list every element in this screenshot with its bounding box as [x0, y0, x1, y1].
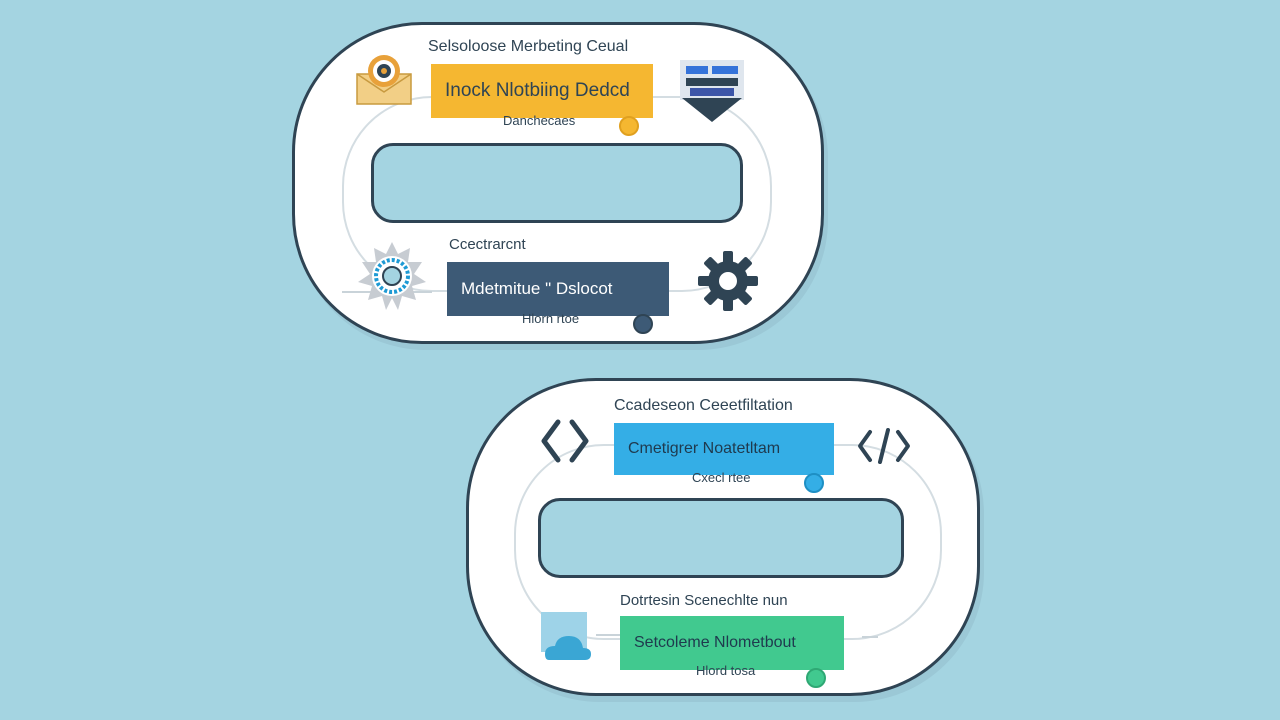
- top-panel-heading: Selsoloose Merbeting Ceual: [428, 38, 629, 55]
- bottom-right-connector: [862, 636, 878, 638]
- card-bottom-2[interactable]: Setcoleme Nlometbout: [620, 616, 844, 688]
- card-top-2-sublabel: Hlorn rtoe: [522, 311, 580, 326]
- layers-icon: [678, 58, 746, 124]
- card-top-1-label: Inock Nlotbiing Dedcd: [445, 80, 630, 101]
- card-bottom-2-sublabel: Hlord tosa: [696, 663, 756, 678]
- card-bottom-2-label: Setcoleme Nlometbout: [634, 634, 796, 651]
- card-bottom-1-sublabel: Cxecl rtee: [692, 470, 751, 485]
- gear-badge-icon: [354, 240, 430, 312]
- bottom-panel-heading: Ccadeseon Ceeetfiltation: [614, 397, 793, 414]
- bottom-left-connector: [596, 634, 620, 636]
- card-top-2-connector-peg: [633, 314, 653, 334]
- card-bottom-1-label: Cmetigrer Noatetltam: [628, 440, 781, 457]
- card-top-1-sublabel: Danchecaes: [503, 113, 576, 128]
- bottom-center-slot: [538, 498, 904, 578]
- code-brackets-icon: [540, 418, 590, 464]
- card-top-1[interactable]: Inock Nlotbiing Dedcd: [431, 64, 653, 136]
- card-bottom-1[interactable]: Cmetigrer Noatetltam: [614, 423, 834, 493]
- card-top-2[interactable]: Mdetmitue " Dslocot: [447, 262, 669, 334]
- gear-icon: [696, 249, 760, 313]
- card-top-2-label: Mdetmitue " Dslocot: [461, 279, 613, 298]
- card-bottom-1-connector-peg: [804, 473, 824, 493]
- card-top-1-connector-peg: [619, 116, 639, 136]
- envelope-target-icon: [355, 52, 413, 106]
- code-slash-icon: [856, 426, 912, 466]
- card-bottom-2-heading: Dotrtesin Scenechlte nun: [620, 592, 788, 609]
- cloud-image-icon: [539, 610, 595, 662]
- top-center-slot: [371, 143, 743, 223]
- card-top-2-heading: Ccectrarcnt: [449, 236, 526, 253]
- card-bottom-2-connector-peg: [806, 668, 826, 688]
